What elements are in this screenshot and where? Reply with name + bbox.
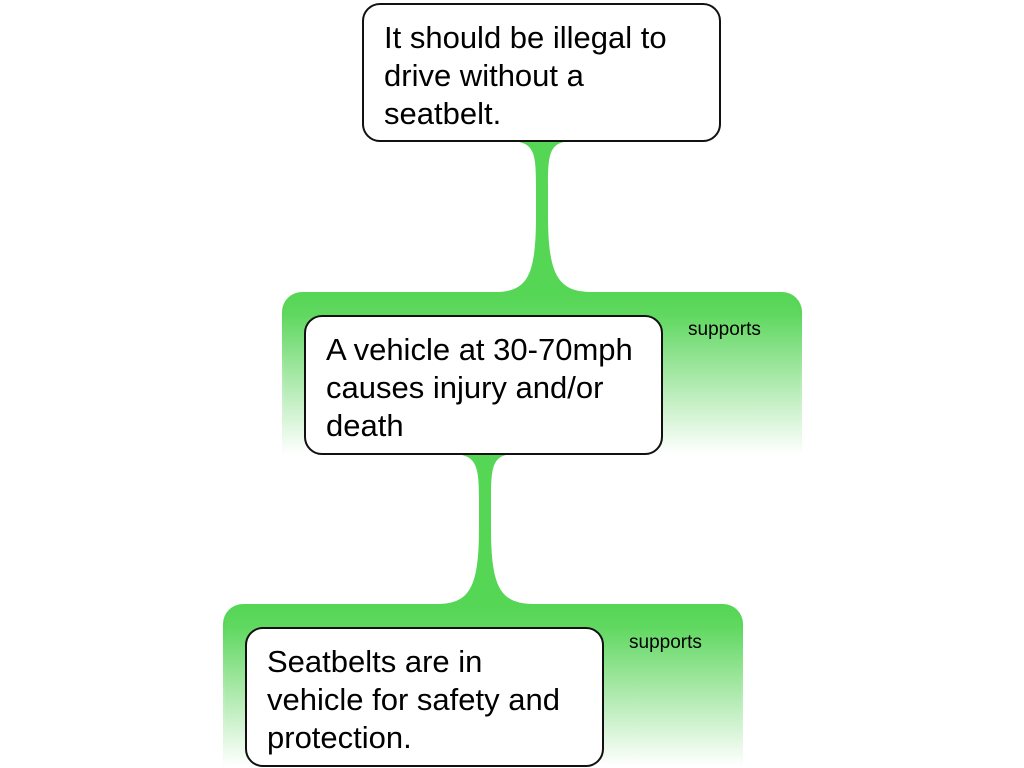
premise-box-2[interactable]: Seatbelts are in vehicle for safety and … <box>245 627 604 767</box>
connector-premise1-premise2 <box>437 454 534 604</box>
relation-label-2: supports <box>629 632 702 653</box>
relation-label-1: supports <box>688 319 761 340</box>
claim-box[interactable]: It should be illegal to drive without a … <box>362 3 721 142</box>
premise-box-1[interactable]: A vehicle at 30-70mph causes injury and/… <box>304 315 663 455</box>
connector-claim-premise1 <box>495 141 592 292</box>
